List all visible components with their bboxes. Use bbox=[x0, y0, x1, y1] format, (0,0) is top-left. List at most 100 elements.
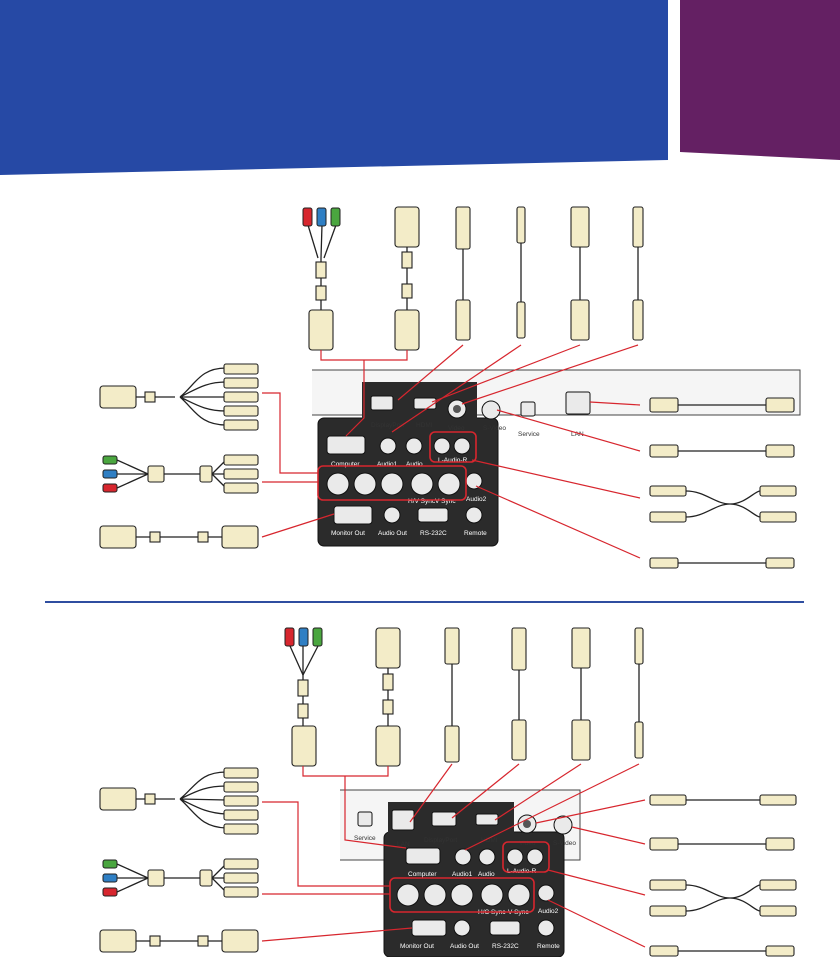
label-service-top: Service bbox=[518, 431, 540, 438]
label-audio-top: Audio bbox=[406, 461, 423, 468]
vga-cable-bottom bbox=[375, 627, 401, 767]
label-computer-top: Computer bbox=[331, 461, 360, 468]
rs232c-port-top bbox=[417, 507, 449, 523]
banner-purple-tab bbox=[680, 0, 840, 160]
vga-to-vga-cable-bottom bbox=[99, 929, 259, 953]
displayport-cable-bottom bbox=[511, 627, 527, 761]
video-rca-cable-top bbox=[632, 206, 644, 341]
hdmi-port-top bbox=[413, 397, 437, 410]
lan-port-bottom bbox=[391, 809, 415, 831]
remote-port-top bbox=[465, 506, 483, 524]
bnc-port-1-bottom bbox=[396, 883, 420, 907]
top-connection-section: DisplayPort HDMI Video S-Video Service L… bbox=[99, 206, 801, 569]
displayport-port-top bbox=[370, 395, 394, 411]
audio-r-port-bottom bbox=[526, 848, 544, 866]
label-service-bottom: Service bbox=[354, 835, 376, 842]
label-audio2-bottom: Audio2 bbox=[538, 908, 559, 915]
computer-port-top bbox=[326, 435, 366, 455]
component-to-bnc-cable-top bbox=[102, 454, 259, 494]
rca-video-cable-bottom bbox=[649, 794, 797, 806]
audio-l-port-top bbox=[433, 437, 451, 455]
lan-port-top bbox=[565, 391, 591, 415]
label-monitor-out-top: Monitor Out bbox=[331, 530, 365, 537]
label-video-bottom: Video bbox=[519, 840, 536, 847]
label-s-video-top: S-Video bbox=[483, 425, 506, 432]
audio-cable-right-top bbox=[649, 557, 795, 569]
label-l-audio-r-top: L-Audio-R bbox=[438, 457, 468, 464]
label-video-top: Video bbox=[448, 425, 465, 432]
rca-audio-cable-top bbox=[649, 485, 797, 523]
bnc-port-5-bottom bbox=[507, 883, 531, 907]
bnc-port-2-top bbox=[353, 472, 377, 496]
label-remote-top: Remote bbox=[464, 530, 487, 537]
audio1-port-top bbox=[379, 437, 397, 455]
label-audio-bottom: Audio bbox=[478, 871, 495, 878]
bnc-port-4-bottom bbox=[480, 883, 504, 907]
hdmi-cable-top bbox=[570, 206, 590, 341]
s-video-cable-top bbox=[649, 444, 795, 458]
label-computer-bottom: Computer bbox=[408, 871, 437, 878]
connection-lines-bottom bbox=[261, 763, 646, 948]
connection-lines-top bbox=[261, 344, 641, 559]
bnc-port-4-top bbox=[410, 472, 434, 496]
banner-blue-panel bbox=[0, 0, 668, 175]
rca-audio-cable-bottom bbox=[649, 879, 797, 917]
bottom-connection-section: Service LAN DisplayPort HDMI Video S-Vid… bbox=[99, 627, 797, 957]
displayport-port-bottom bbox=[431, 811, 457, 827]
lan-cable-bottom bbox=[444, 627, 460, 763]
audio-r-port-top bbox=[453, 437, 471, 455]
computer-port-bottom bbox=[405, 847, 441, 865]
hdmi-port-bottom bbox=[475, 813, 499, 826]
label-remote-bottom: Remote bbox=[537, 943, 560, 950]
audio-cable-top bbox=[516, 206, 526, 339]
label-rs232c-top: RS-232C bbox=[420, 530, 447, 537]
audio-out-port-top bbox=[383, 506, 401, 524]
service-port-bottom bbox=[357, 811, 373, 827]
component-to-vga-cable-top bbox=[302, 207, 341, 351]
s-video-port-bottom bbox=[553, 815, 573, 835]
s-video-port-top bbox=[481, 400, 501, 420]
bnc-port-5-top bbox=[437, 472, 461, 496]
bnc-port-2-bottom bbox=[423, 883, 447, 907]
vga-to-bnc-cable-bottom bbox=[99, 767, 259, 835]
label-monitor-out-bottom: Monitor Out bbox=[400, 943, 434, 950]
displayport-cable-top bbox=[455, 206, 471, 341]
vga-to-vga-cable-top bbox=[99, 525, 259, 549]
label-hdmi-bottom: HDMI bbox=[481, 837, 498, 844]
audio-cable-right-bottom bbox=[649, 945, 795, 957]
rs232c-port-bottom bbox=[489, 920, 521, 936]
bnc-port-3-bottom bbox=[450, 883, 474, 907]
label-lan-bottom: LAN bbox=[397, 841, 410, 848]
component-to-bnc-cable-bottom bbox=[102, 858, 259, 898]
label-displayport-bottom: DisplayPort bbox=[424, 837, 457, 844]
label-rs232c-bottom: RS-232C bbox=[492, 943, 519, 950]
label-audio-out-bottom: Audio Out bbox=[450, 943, 479, 950]
label-displayport-top: DisplayPort bbox=[371, 422, 404, 429]
label-v-sync-top: V Sync bbox=[435, 498, 456, 505]
bnc-port-3-top bbox=[380, 472, 404, 496]
remote-port-bottom bbox=[537, 919, 555, 937]
projector-port-panel-top: DisplayPort HDMI Video S-Video Service L… bbox=[312, 369, 801, 547]
audio-port-bottom bbox=[478, 848, 496, 866]
bnc-port-1-top bbox=[326, 472, 350, 496]
lan-cable-top bbox=[649, 397, 795, 413]
audio2-port-bottom bbox=[537, 884, 555, 902]
label-audio1-bottom: Audio1 bbox=[452, 871, 473, 878]
audio-cable-bottom bbox=[634, 627, 644, 759]
audio-l-port-bottom bbox=[506, 848, 524, 866]
component-to-vga-cable-bottom bbox=[284, 627, 323, 767]
audio-port-top bbox=[405, 437, 423, 455]
audio-out-port-bottom bbox=[453, 919, 471, 937]
audio1-port-bottom bbox=[454, 848, 472, 866]
service-port-top bbox=[520, 401, 536, 417]
projector-port-panel-bottom: Service LAN DisplayPort HDMI Video S-Vid… bbox=[340, 789, 581, 957]
label-hv-sync-top: H/V Sync bbox=[408, 498, 436, 505]
label-s-video-bottom: S-Video bbox=[553, 840, 576, 847]
label-audio-out-top: Audio Out bbox=[378, 530, 407, 537]
label-audio2-top: Audio2 bbox=[466, 496, 487, 503]
header-banner bbox=[0, 0, 840, 175]
label-lan-top: LAN bbox=[571, 431, 584, 438]
s-video-cable-bottom bbox=[649, 837, 795, 851]
monitor-out-port-bottom bbox=[411, 919, 447, 937]
